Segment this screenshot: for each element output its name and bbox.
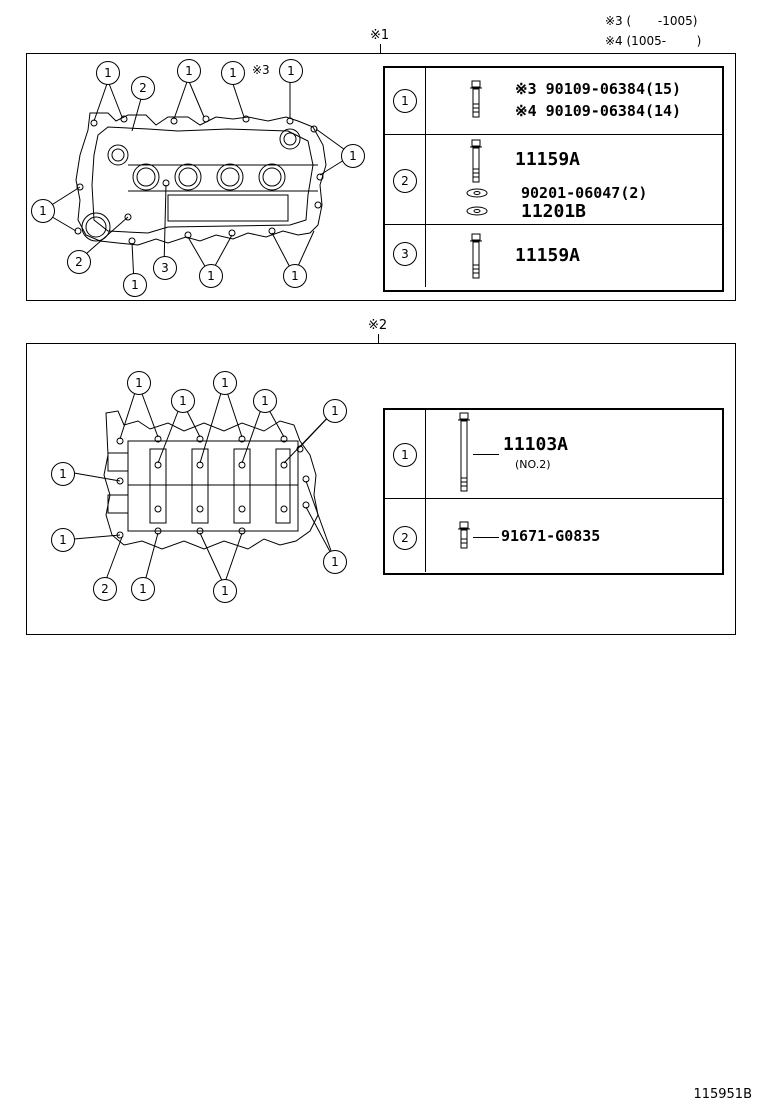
d2-callout-h: 1 xyxy=(323,550,347,574)
s1-row-1-part-b: ※4 90109-06384(14) xyxy=(515,102,682,120)
d1-callout-a: 1 xyxy=(96,61,120,85)
d2-callout-j: 1 xyxy=(131,577,155,601)
s1-row-2-part-b: 90201-06047(2) xyxy=(521,184,648,202)
s1-row-1: 1 ※3 90109-06384(15) ※4 90109-06384(14) xyxy=(385,68,722,134)
d2-callout-c: 1 xyxy=(213,371,237,395)
s1-row-1-part-a: ※3 90109-06384(15) xyxy=(515,80,682,98)
s2-row-1-sub: (NO.2) xyxy=(515,458,551,471)
d1-callout-e: 1 xyxy=(279,59,303,83)
s1-row-2: 2 11159A 90201-06047(2) 11201B xyxy=(385,134,722,225)
d1-callout-i: 1 xyxy=(123,273,147,297)
d1-callout-l: 1 xyxy=(283,264,307,288)
section2-parts-table: 1 11103A (NO.2) 2 91671-G0835 xyxy=(383,408,724,575)
d1-callout-j: 3 xyxy=(153,256,177,280)
diagram-code: 115951B xyxy=(693,1087,752,1102)
s1-row-3-index: 3 xyxy=(393,242,417,266)
s2-row-2: 2 91671-G0835 xyxy=(385,498,722,572)
s2-row-2-part: 91671-G0835 xyxy=(501,527,601,545)
section2-leader xyxy=(378,334,379,344)
section2-label: ※2 xyxy=(368,318,388,333)
bolt-icon xyxy=(470,139,482,183)
bolt-icon xyxy=(470,233,482,279)
washer-icon xyxy=(466,206,488,216)
short-bolt-icon xyxy=(458,521,470,549)
washer-icon xyxy=(466,188,488,198)
cylinder-head-diagram xyxy=(73,382,335,586)
s1-row-2-index: 2 xyxy=(393,169,417,193)
s2-row-1-leader xyxy=(473,454,499,455)
s2-row-1-index: 1 xyxy=(393,443,417,467)
d1-callout-k: 1 xyxy=(199,264,223,288)
d2-callout-a: 1 xyxy=(127,371,151,395)
s1-row-3: 3 11159A xyxy=(385,224,722,287)
s2-row-2-leader xyxy=(473,537,499,538)
d1-callout-b: 2 xyxy=(131,76,155,100)
note-3: ※3 ( -1005) xyxy=(605,14,698,28)
d1-callout-note: ※3 xyxy=(252,63,270,77)
cylinder-head-cover-diagram xyxy=(41,78,353,284)
d2-callout-k: 1 xyxy=(213,579,237,603)
s2-row-1-part: 11103A xyxy=(503,434,569,455)
d2-callout-b: 1 xyxy=(171,389,195,413)
section1-label: ※1 xyxy=(370,28,390,43)
d2-callout-d: 1 xyxy=(253,389,277,413)
d1-callout-h: 2 xyxy=(67,250,91,274)
s1-row-2-part-c: 11201B xyxy=(521,201,587,222)
bolt-icon xyxy=(470,80,482,118)
section1-frame xyxy=(26,53,736,301)
d2-callout-f: 1 xyxy=(51,462,75,486)
s1-row-3-part-a: 11159A xyxy=(515,245,581,266)
section1-parts-table: 1 ※3 90109-06384(15) ※4 90109-06384(14) … xyxy=(383,66,724,292)
d2-callout-g: 1 xyxy=(51,528,75,552)
d2-callout-e: 1 xyxy=(323,399,347,423)
d1-callout-f: 1 xyxy=(341,144,365,168)
d2-callout-i: 2 xyxy=(93,577,117,601)
d1-callout-d: 1 xyxy=(221,61,245,85)
note-4: ※4 (1005- ) xyxy=(605,34,702,48)
d1-callout-g: 1 xyxy=(31,199,55,223)
d1-callout-c: 1 xyxy=(177,59,201,83)
s1-row-2-part-a: 11159A xyxy=(515,149,581,170)
s2-row-2-index: 2 xyxy=(393,526,417,550)
s1-row-1-index: 1 xyxy=(393,89,417,113)
section1-leader xyxy=(380,44,381,54)
s2-row-1: 1 11103A (NO.2) xyxy=(385,410,722,498)
section2-frame xyxy=(26,343,736,635)
long-bolt-icon xyxy=(458,412,470,492)
